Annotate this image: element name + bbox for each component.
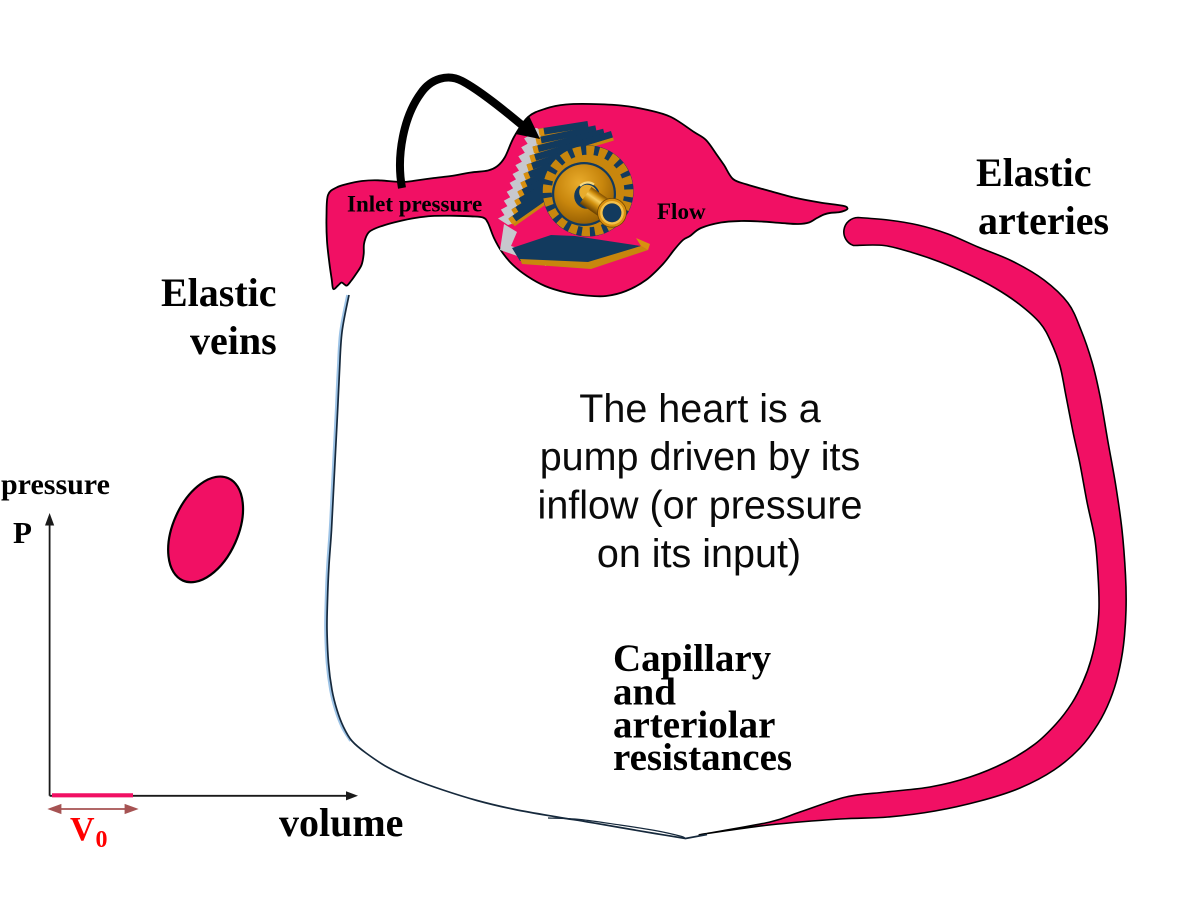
svg-text:Elastic: Elastic <box>161 270 277 315</box>
svg-text:volume: volume <box>279 800 403 845</box>
svg-text:V: V <box>70 811 95 848</box>
svg-text:on its input): on its input) <box>597 532 801 576</box>
svg-text:Capillary: Capillary <box>613 637 772 680</box>
svg-text:arteriolar: arteriolar <box>613 704 775 747</box>
svg-text:Inlet pressure: Inlet pressure <box>347 192 482 217</box>
svg-text:pump driven by its: pump driven by its <box>540 435 861 479</box>
svg-text:Elastic: Elastic <box>976 150 1092 195</box>
svg-text:veins: veins <box>190 318 277 363</box>
svg-text:The heart is a: The heart is a <box>579 387 821 431</box>
svg-text:pressure: pressure <box>1 468 110 501</box>
svg-text:Flow: Flow <box>657 199 706 224</box>
svg-text:resistances: resistances <box>613 736 792 779</box>
svg-text:arteries: arteries <box>978 198 1109 243</box>
svg-text:0: 0 <box>96 827 108 853</box>
svg-text:and: and <box>613 671 676 714</box>
svg-text:P: P <box>13 515 32 550</box>
svg-text:inflow (or pressure: inflow (or pressure <box>538 484 863 528</box>
